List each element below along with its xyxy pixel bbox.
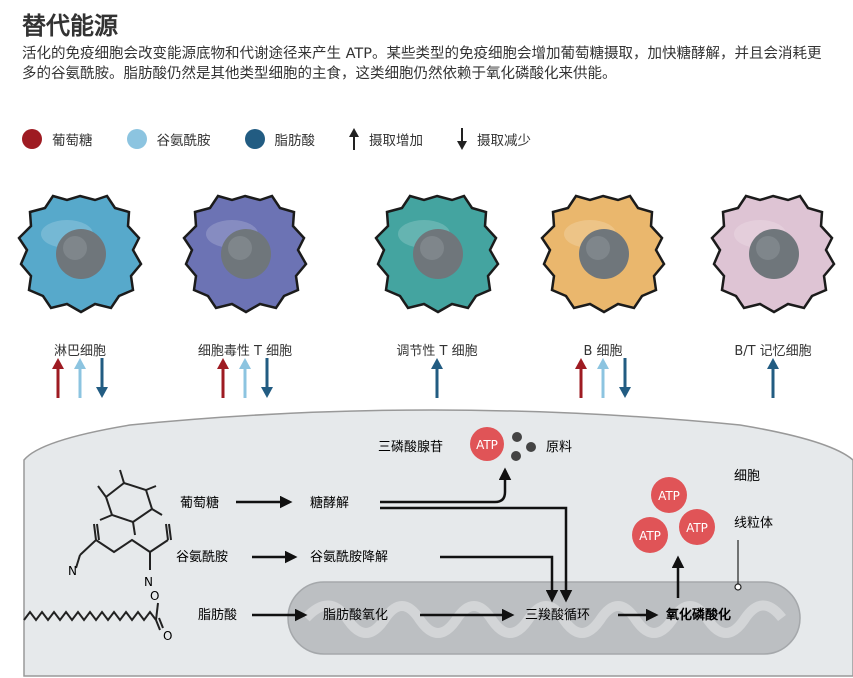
regulatory-t-cell-label: 调节性 T 细胞 (396, 344, 478, 359)
glucose-dot-icon (22, 129, 42, 149)
tca-cycle-label: 三羧酸循环 (525, 607, 590, 623)
legend-glutamine-label: 谷氨酰胺 (156, 133, 211, 149)
legend-uptake-down-label: 摄取减少 (477, 133, 531, 149)
b-cell-fatty-acid-down-arrow-icon (619, 358, 631, 398)
b-cell-icon (540, 194, 666, 314)
mitochondrion-label: 线粒体 (734, 516, 773, 531)
atp-label-3: ATP (686, 521, 708, 535)
glutamine-molecule-icon (75, 523, 172, 570)
pathway-glutamine-label: 谷氨酰胺 (176, 550, 228, 565)
atp-output-group: ATP (470, 427, 536, 461)
cytotoxic-t-cell-fatty-acid-down-arrow-icon (261, 358, 273, 398)
fatty-acid-molecule-icon (23, 602, 164, 631)
cytotoxic-t-cell-glutamine-up-arrow-icon (239, 358, 251, 398)
fatty-acid-dot-icon (244, 129, 265, 149)
glutamine-dot-icon (126, 129, 147, 149)
cytotoxic-t-cell-glucose-up-arrow-icon (217, 358, 229, 398)
atp-cluster: ATP ATP ATP (632, 477, 715, 553)
memory-cell-icon (710, 194, 836, 314)
atp-label-main: ATP (476, 438, 498, 452)
pathway-arrows (236, 467, 685, 622)
mitochondrion (287, 581, 801, 655)
arrow-glycolysis-atp (380, 467, 512, 504)
legend-uptake-up-label: 摄取增加 (369, 133, 423, 149)
memory-cell-fatty-acid-up-arrow-icon (767, 358, 779, 398)
page-title: 替代能源 (22, 12, 118, 40)
chem-o-label-1: O (150, 589, 159, 603)
regulatory-t-cell-fatty-acid-up-arrow-icon (431, 358, 443, 398)
oxphos-label: 氧化磷酸化 (665, 607, 731, 623)
arrow-glutaminolysis-tca (440, 555, 559, 603)
glucose-molecule-icon (97, 469, 163, 536)
legend-uptake-down: 摄取减少 (457, 128, 531, 150)
chem-n-label-1: N (68, 564, 77, 578)
raw-material-label: 原料 (546, 440, 572, 455)
lymphocyte-fatty-acid-down-arrow-icon (96, 358, 108, 398)
fa-oxidation-label: 脂肪酸氧化 (323, 607, 388, 623)
lymphocyte-label: 淋巴细胞 (53, 344, 106, 359)
legend-uptake-up: 摄取增加 (349, 128, 423, 150)
glycolysis-label: 糖酵解 (310, 495, 349, 511)
b-cell-label: B 细胞 (583, 344, 623, 359)
legend: 葡萄糖 谷氨酰胺 脂肪酸 摄取增加 摄取减少 (22, 126, 565, 152)
atp-full-name-label: 三磷酸腺苷 (378, 440, 443, 455)
chem-n-label-2: N (144, 575, 153, 589)
regulatory-t-cell-icon (374, 194, 500, 314)
atp-label-1: ATP (658, 489, 680, 503)
legend-glucose: 葡萄糖 (22, 129, 93, 149)
cytotoxic-t-cell-label: 细胞毒性 T 细胞 (197, 344, 293, 359)
intro-text: 活化的免疫细胞会改变能源底物和代谢途径来产生 ATP。某些类型的免疫细胞会增加葡… (22, 46, 822, 82)
cell-label: 细胞 (734, 469, 760, 484)
arrow-down-icon (457, 128, 467, 150)
cytotoxic-t-cell-icon (182, 194, 308, 314)
mito-pointer-dot (734, 583, 742, 591)
atp-label-2: ATP (639, 529, 661, 543)
arrow-up-icon (349, 128, 359, 150)
memory-cell-label: B/T 记忆细胞 (734, 344, 812, 359)
lymphocyte-glucose-up-arrow-icon (52, 358, 64, 398)
arrow-glycolysis-tca (380, 506, 573, 603)
b-cell-glucose-up-arrow-icon (575, 358, 587, 398)
b-cell-glutamine-up-arrow-icon (597, 358, 609, 398)
glutaminolysis-label: 谷氨酰胺降解 (310, 550, 388, 565)
pathway-glucose-label: 葡萄糖 (180, 495, 219, 511)
legend-fatty-acid: 脂肪酸 (244, 129, 316, 149)
lymphocyte-icon (17, 194, 143, 314)
legend-fatty-acid-label: 脂肪酸 (274, 133, 316, 149)
legend-glucose-label: 葡萄糖 (52, 133, 93, 149)
pathway-fatty-acid-label: 脂肪酸 (198, 607, 237, 623)
chem-o-label-2: O (163, 629, 172, 643)
cell-cytoplasm (23, 409, 853, 677)
lymphocyte-glutamine-up-arrow-icon (74, 358, 86, 398)
legend-glutamine: 谷氨酰胺 (126, 129, 211, 149)
